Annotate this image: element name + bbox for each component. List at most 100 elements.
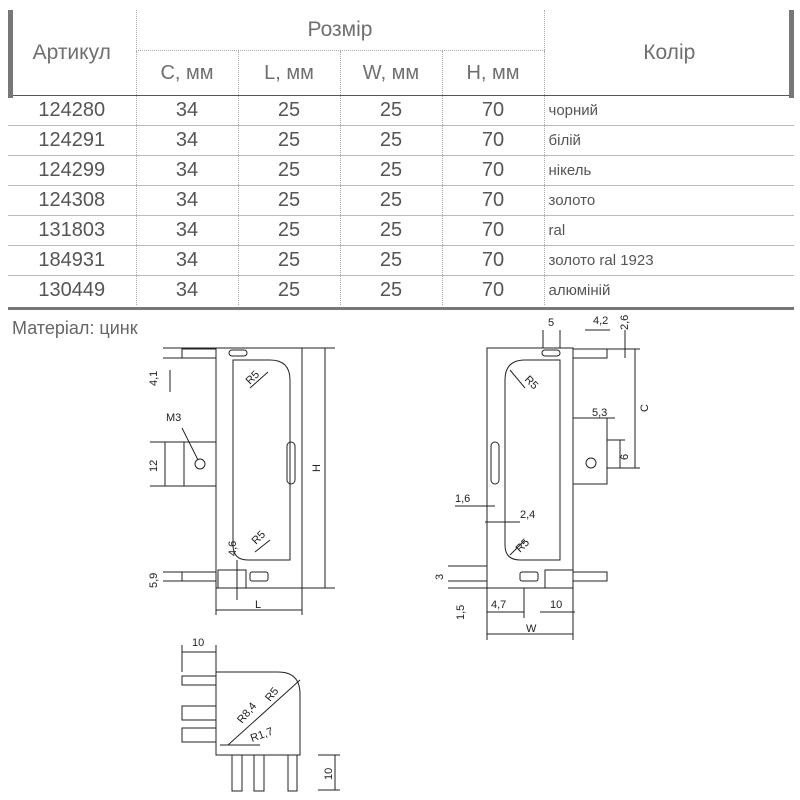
corner-dim-10-top: 10: [192, 637, 204, 649]
corner-body: [215, 671, 301, 756]
corner-leg-3: [287, 754, 298, 792]
cell-color: золото ral 1923: [543, 245, 795, 276]
side-bottom-hole: [519, 571, 539, 582]
front-view: [150, 347, 335, 615]
cell-color: ral: [543, 215, 795, 246]
front-dim-4-1: 4,1: [148, 371, 160, 386]
header-article: Артикул: [32, 40, 111, 64]
corner-dim-r1-7: R1,7: [249, 726, 275, 745]
cell-article: 124280: [38, 99, 106, 121]
cell-h: 70: [441, 215, 545, 246]
cell-h: 70: [441, 125, 545, 156]
side-dim-5: 5: [548, 317, 554, 329]
cell-w: 25: [339, 125, 442, 156]
cell-color: нікель: [543, 155, 795, 186]
corner-view: [181, 645, 340, 792]
cell-article: 131803: [38, 219, 106, 241]
spec-table-grid: Артикул Розмір Колір C, мм L, мм W, мм H…: [8, 10, 795, 305]
cell-l: 25: [237, 95, 340, 126]
corner-tab-2: [181, 705, 217, 721]
cell-color: золото: [543, 185, 795, 216]
cell-c: 34: [135, 155, 238, 186]
front-dim-12: 12: [148, 460, 160, 472]
front-m3-hole: [194, 458, 206, 470]
side-dim-2-6: 2,6: [619, 315, 631, 330]
cell-h: 70: [441, 245, 545, 276]
table-right-bar: [789, 10, 794, 98]
side-top-hole: [541, 349, 561, 357]
side-dim-r5-bottom: R5: [514, 537, 532, 555]
side-dim-2-4: 2,4: [520, 509, 535, 521]
side-top-tab: [572, 348, 608, 359]
front-dim-4-6: 4,6: [227, 541, 239, 556]
front-side-boss: [183, 441, 217, 487]
cell-article: 124291: [38, 129, 106, 151]
cell-h: 70: [441, 155, 545, 186]
front-bottom-hole: [249, 571, 269, 582]
cell-l: 25: [237, 155, 340, 186]
side-dim-4-2: 4,2: [593, 315, 608, 327]
side-dim-1-5: 1,5: [455, 605, 467, 620]
table-bottom-line: [8, 307, 794, 310]
front-dim-5-9: 5,9: [148, 573, 160, 588]
cell-w: 25: [339, 245, 442, 276]
table-left-bar: [8, 10, 13, 98]
cell-l: 25: [237, 245, 340, 276]
side-dim-w: W: [526, 623, 537, 635]
cell-c: 34: [135, 215, 238, 246]
front-side-slot: [286, 441, 296, 485]
corner-leg-1: [231, 754, 243, 792]
front-slot: [232, 359, 291, 561]
cell-c: 34: [135, 95, 238, 126]
header-c: C, мм: [135, 50, 238, 96]
front-dim-m3: M3: [166, 412, 181, 424]
cell-h: 70: [441, 185, 545, 216]
side-dim-10: 10: [550, 599, 562, 611]
cell-l: 25: [237, 275, 340, 305]
cell-color: алюміній: [543, 275, 795, 305]
front-top-hole: [228, 349, 248, 357]
header-l: L, мм: [237, 50, 340, 96]
corner-dim-r5: R5: [263, 685, 281, 703]
front-bottom-notch: [217, 569, 247, 589]
side-dim-3: 3: [434, 574, 446, 580]
side-dim-5-3: 5,3: [592, 407, 607, 419]
cell-w: 25: [339, 155, 442, 186]
cell-w: 25: [339, 275, 442, 305]
front-dim-h: H: [311, 464, 323, 472]
side-hole: [585, 457, 597, 469]
cell-h: 70: [441, 275, 545, 305]
cell-color: чорний: [543, 95, 795, 126]
cell-l: 25: [237, 185, 340, 216]
header-size: Розмір: [135, 10, 545, 51]
cell-article: 124299: [38, 159, 106, 181]
front-dim-r5-top: R5: [244, 369, 262, 387]
cell-w: 25: [339, 215, 442, 246]
header-color: Колір: [543, 10, 795, 96]
cell-c: 34: [135, 245, 238, 276]
header-h: H, мм: [441, 50, 545, 96]
side-boss: [572, 417, 608, 485]
cell-l: 25: [237, 125, 340, 156]
front-dim-l: L: [255, 599, 261, 611]
side-dim-r5-top: R5: [522, 374, 540, 392]
cell-h: 70: [441, 95, 545, 126]
cell-article: 124308: [38, 189, 106, 211]
side-slot: [504, 359, 561, 561]
side-view: [448, 329, 640, 640]
material-note: Матеріал: цинк: [12, 318, 138, 338]
cell-w: 25: [339, 95, 442, 126]
cell-color: білій: [543, 125, 795, 156]
corner-tab-3: [181, 727, 217, 743]
front-bottom-tab: [181, 571, 217, 582]
side-dim-4-7: 4,7: [491, 599, 506, 611]
cell-article: 184931: [38, 249, 106, 271]
side-slot-left: [490, 441, 500, 485]
